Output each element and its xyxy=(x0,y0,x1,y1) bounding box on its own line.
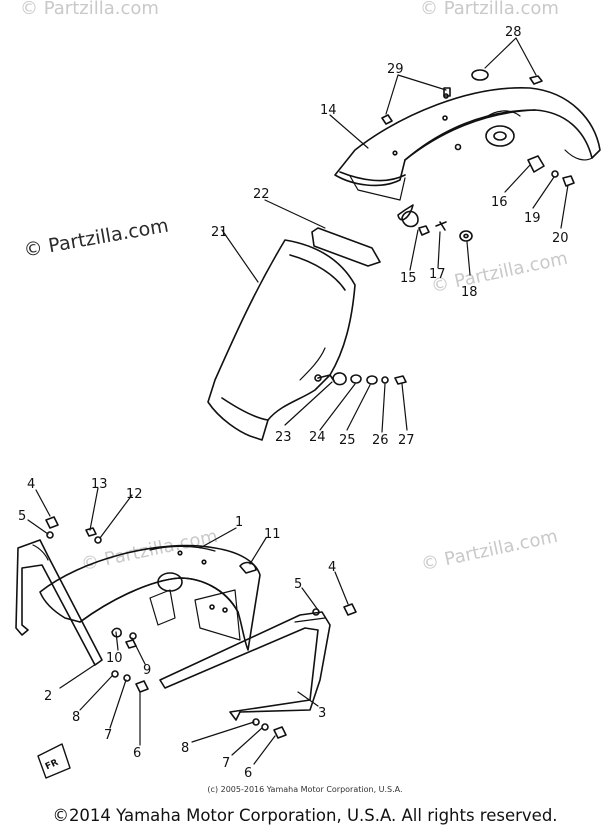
callout-6-right: 6 xyxy=(244,766,252,781)
front-stay-right xyxy=(159,611,331,721)
rear-fender xyxy=(334,87,601,221)
callout-4-right: 4 xyxy=(328,560,336,575)
callout-29: 29 xyxy=(387,62,404,77)
callout-17: 17 xyxy=(429,267,446,282)
front-stay-left xyxy=(15,539,103,666)
callout-21: 21 xyxy=(211,225,228,240)
callout-1: 1 xyxy=(235,515,243,530)
watermark-top-right: © Partzilla.com xyxy=(420,0,559,19)
flap-hardware xyxy=(332,372,407,386)
callout-6-left: 6 xyxy=(133,746,141,761)
callout-15: 15 xyxy=(400,271,417,286)
callout-13: 13 xyxy=(91,477,108,492)
callout-23: 23 xyxy=(275,430,292,445)
callout-24: 24 xyxy=(309,430,326,445)
callout-20: 20 xyxy=(552,231,569,246)
front-fender xyxy=(39,544,261,651)
callout-4-left: 4 xyxy=(27,477,35,492)
diagram-copyright: (c) 2005-2016 Yamaha Motor Corporation, … xyxy=(207,785,403,794)
callout-5-left: 5 xyxy=(18,509,26,524)
callout-26: 26 xyxy=(372,433,389,448)
bracket-22 xyxy=(311,227,381,267)
callout-16: 16 xyxy=(491,195,508,210)
callout-25: 25 xyxy=(339,433,356,448)
mud-flap xyxy=(207,239,356,441)
callout-3: 3 xyxy=(318,706,326,721)
callout-8-right: 8 xyxy=(181,741,189,756)
callout-12: 12 xyxy=(126,487,143,502)
callout-5-right: 5 xyxy=(294,577,302,592)
callout-28: 28 xyxy=(505,25,522,40)
callout-14: 14 xyxy=(320,103,337,118)
callout-27: 27 xyxy=(398,433,415,448)
front-direction-label: FR xyxy=(44,758,60,773)
front-direction-badge xyxy=(37,743,71,779)
callout-7-right: 7 xyxy=(222,756,230,771)
callout-22: 22 xyxy=(253,187,270,202)
footer-copyright: ©2014 Yamaha Motor Corporation, U.S.A. A… xyxy=(52,806,558,825)
callout-labels: 28 29 14 16 19 20 22 21 15 17 18 23 24 2… xyxy=(18,25,569,781)
callout-9: 9 xyxy=(143,663,151,678)
callout-10: 10 xyxy=(106,651,123,666)
callout-11: 11 xyxy=(264,527,281,542)
front-hardware xyxy=(45,516,357,739)
callout-7-left: 7 xyxy=(104,728,112,743)
callout-18: 18 xyxy=(461,285,478,300)
callout-2: 2 xyxy=(44,689,52,704)
watermark-top-left: © Partzilla.com xyxy=(20,0,159,19)
rear-hardware xyxy=(381,69,575,242)
callout-19: 19 xyxy=(524,211,541,226)
callout-8-left: 8 xyxy=(72,710,80,725)
